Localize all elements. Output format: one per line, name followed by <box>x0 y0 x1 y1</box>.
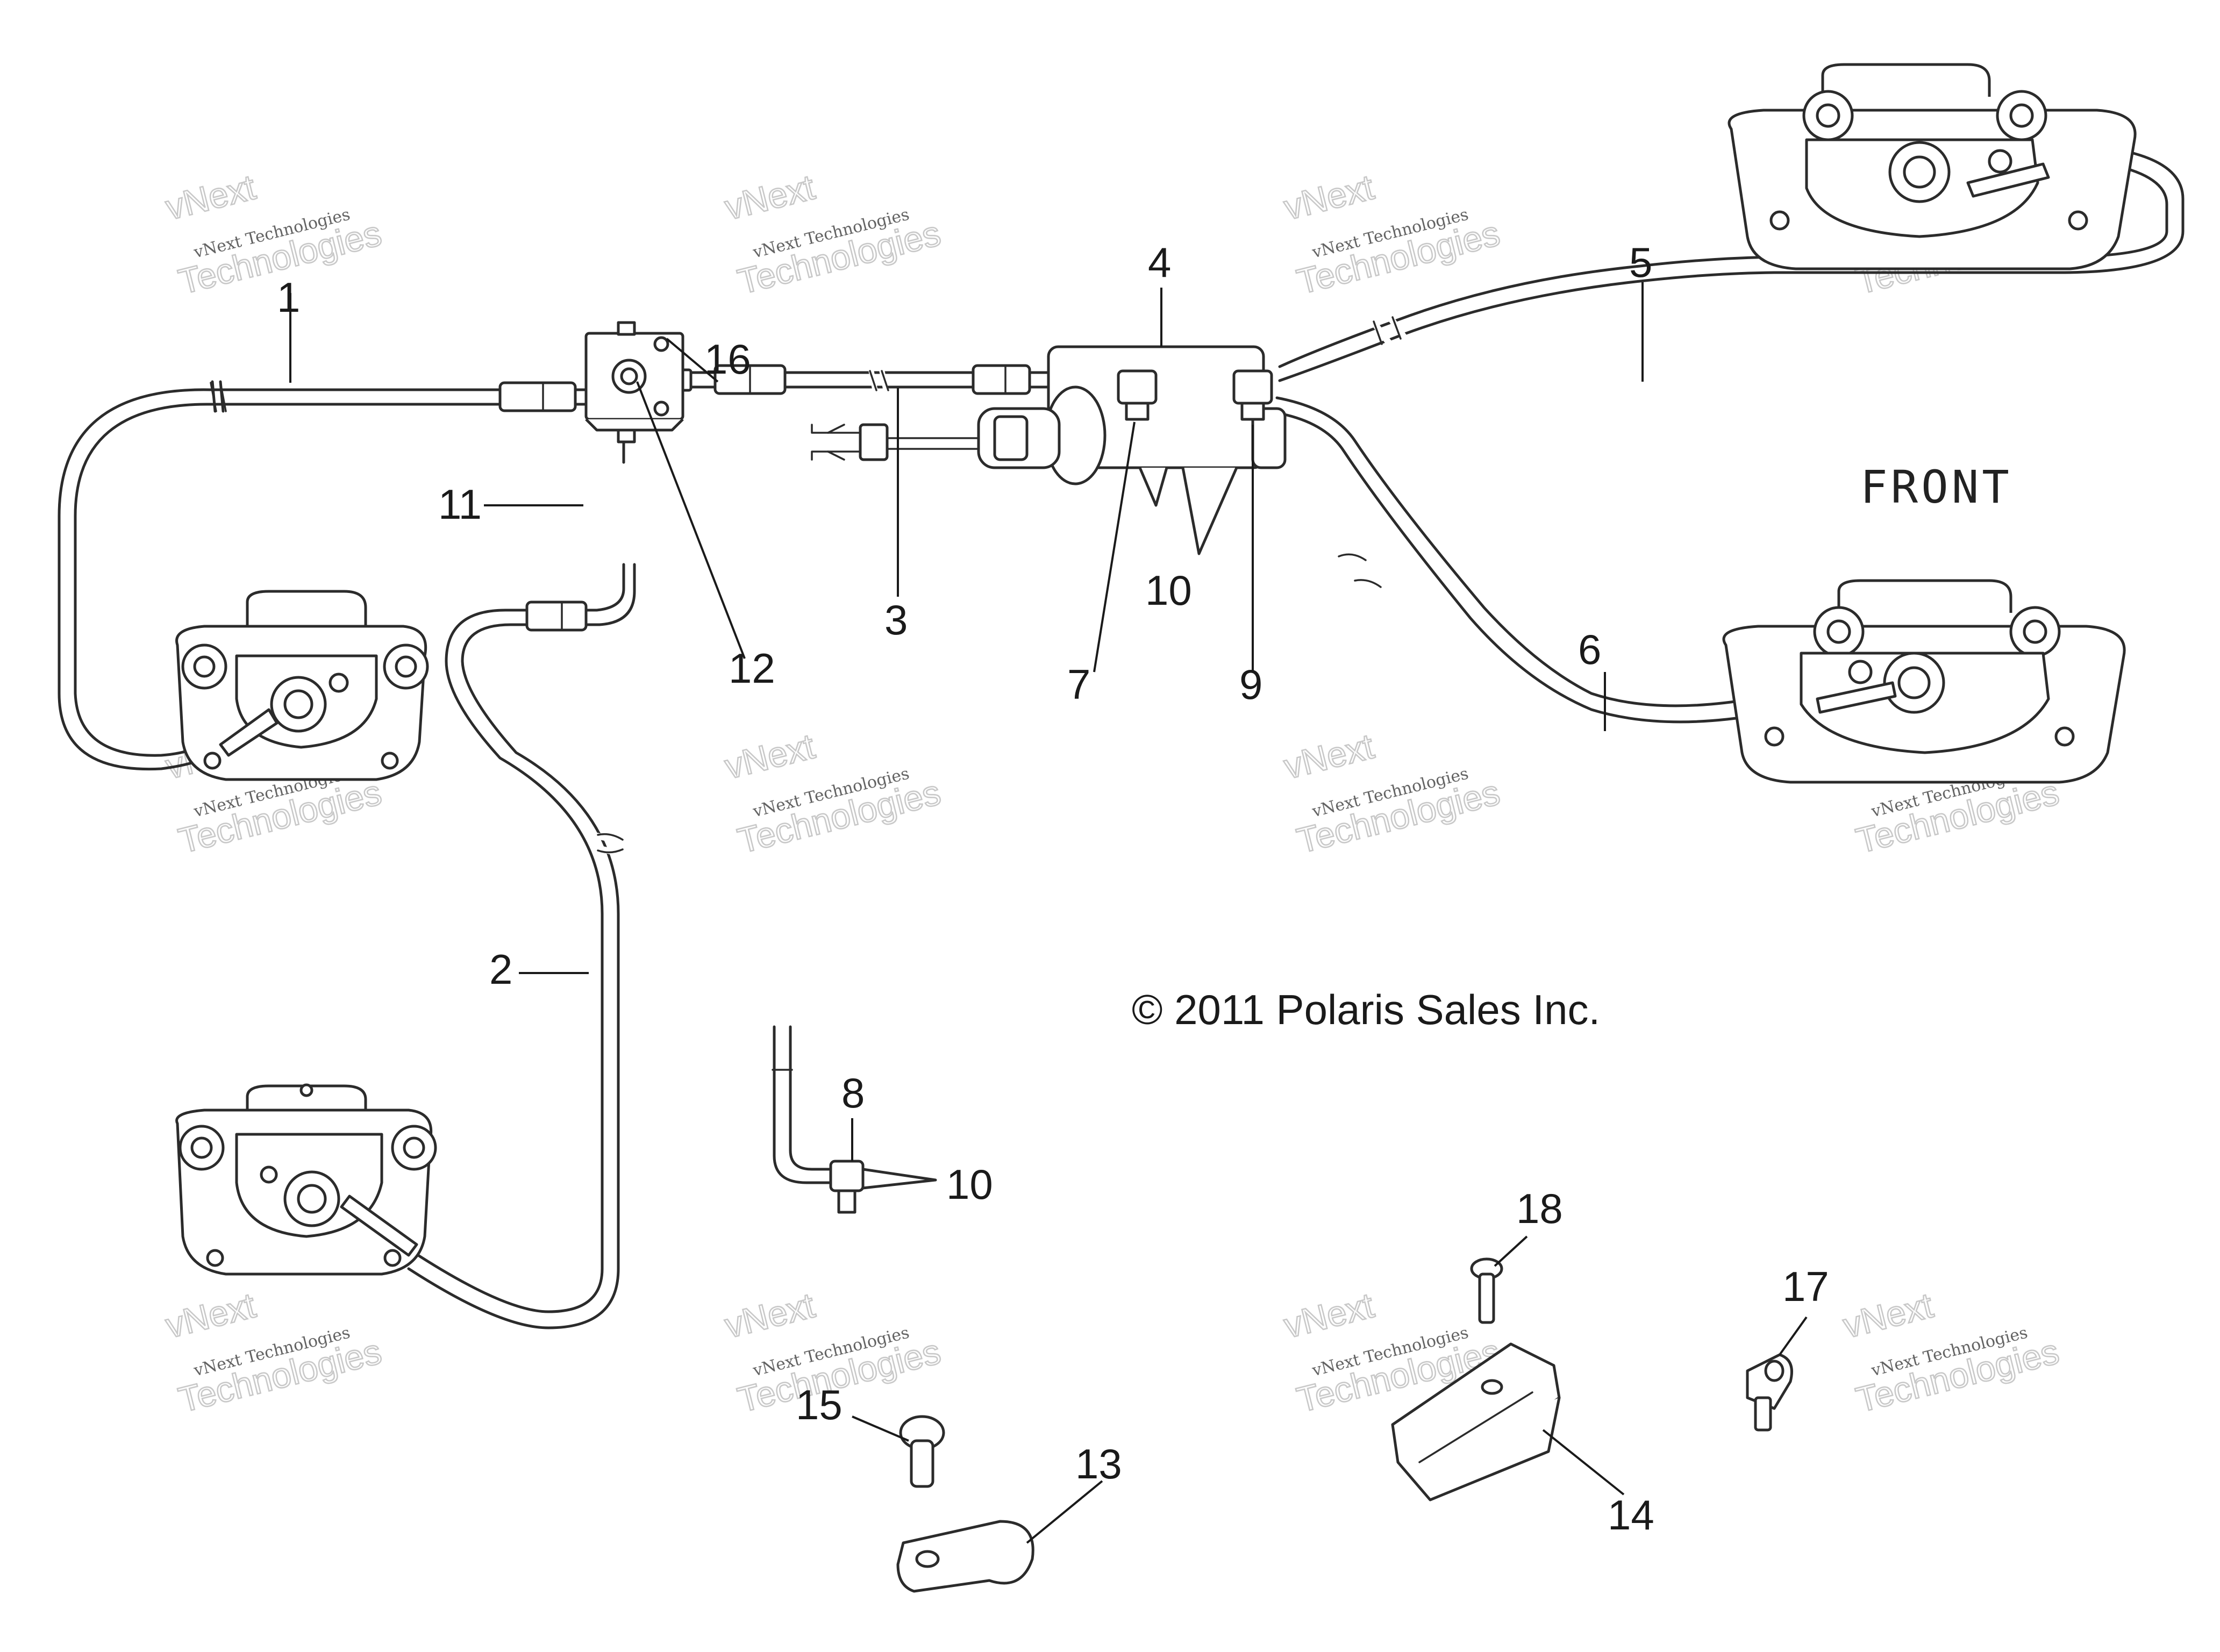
bolt-15 <box>899 1415 945 1488</box>
callout-4: 4 <box>1148 239 1171 286</box>
callout-16: 16 <box>704 335 751 383</box>
svg-text:vNext: vNext <box>721 167 819 227</box>
svg-text:vNext: vNext <box>721 726 819 786</box>
callout-2: 2 <box>489 946 512 993</box>
watermark: vNext vNext Technologies Technologies <box>1279 725 1504 861</box>
leader-lines <box>289 282 1808 1544</box>
callout-8: 8 <box>841 1069 865 1117</box>
caliper-left-rear <box>175 590 429 781</box>
svg-text:vNext: vNext <box>1839 1285 1937 1346</box>
svg-text:vNext: vNext <box>162 1285 260 1346</box>
callout-3: 3 <box>884 596 908 643</box>
copyright-text: © 2011 Polaris Sales Inc. <box>1132 986 1600 1033</box>
callout-10-detail: 10 <box>946 1161 993 1208</box>
bracket-14 <box>1391 1342 1561 1501</box>
callout-17: 17 <box>1782 1263 1829 1310</box>
watermark: vNext vNext Technologies Technologies <box>720 725 945 861</box>
callout-10: 10 <box>1145 567 1192 614</box>
callout-12: 12 <box>729 645 775 692</box>
master-cylinder <box>811 345 1287 555</box>
callout-1: 1 <box>277 274 300 321</box>
callout-18: 18 <box>1516 1185 1563 1232</box>
callout-5: 5 <box>1629 239 1652 286</box>
callout-13: 13 <box>1075 1440 1122 1487</box>
watermark: vNext vNext Technologies Technologies <box>1279 166 1504 302</box>
front-label: FRONT <box>1860 461 2012 513</box>
caliper-right-front <box>1722 579 2126 784</box>
screw-18 <box>1470 1257 1503 1324</box>
watermark: vNext vNext Technologies Technologies <box>161 166 386 302</box>
clip-17 <box>1746 1353 1793 1432</box>
svg-text:vNext: vNext <box>721 1285 819 1346</box>
callout-15: 15 <box>796 1381 843 1428</box>
svg-text:vNext: vNext <box>162 167 260 227</box>
brake-line-1 <box>58 380 625 771</box>
callout-14: 14 <box>1608 1491 1654 1539</box>
callout-6: 6 <box>1578 626 1601 673</box>
callout-9: 9 <box>1239 661 1262 708</box>
brake-line-2 <box>407 563 636 1329</box>
svg-text:vNext: vNext <box>1280 167 1378 227</box>
brake-line-5 <box>1278 139 2185 382</box>
svg-text:vNext: vNext <box>1280 1285 1378 1346</box>
callout-7: 7 <box>1067 661 1090 708</box>
caliper-right-rear <box>1728 63 2137 270</box>
watermark: vNext vNext Technologies Technologies <box>161 1284 386 1420</box>
brake-tee-block <box>584 321 684 444</box>
callout-numbers: 1 2 3 4 5 6 7 8 9 10 10 11 12 13 14 15 1… <box>277 239 1829 1539</box>
caliper-left-front <box>175 1083 437 1276</box>
p-clamp-13 <box>896 1520 1034 1593</box>
callout-11: 11 <box>438 481 482 528</box>
watermark: vNext vNext Technologies Technologies <box>1838 1284 2063 1420</box>
watermark: vNext vNext Technologies Technologies <box>720 166 945 302</box>
svg-text:vNext: vNext <box>1280 726 1378 786</box>
fitting-detail-8 <box>772 1025 937 1214</box>
